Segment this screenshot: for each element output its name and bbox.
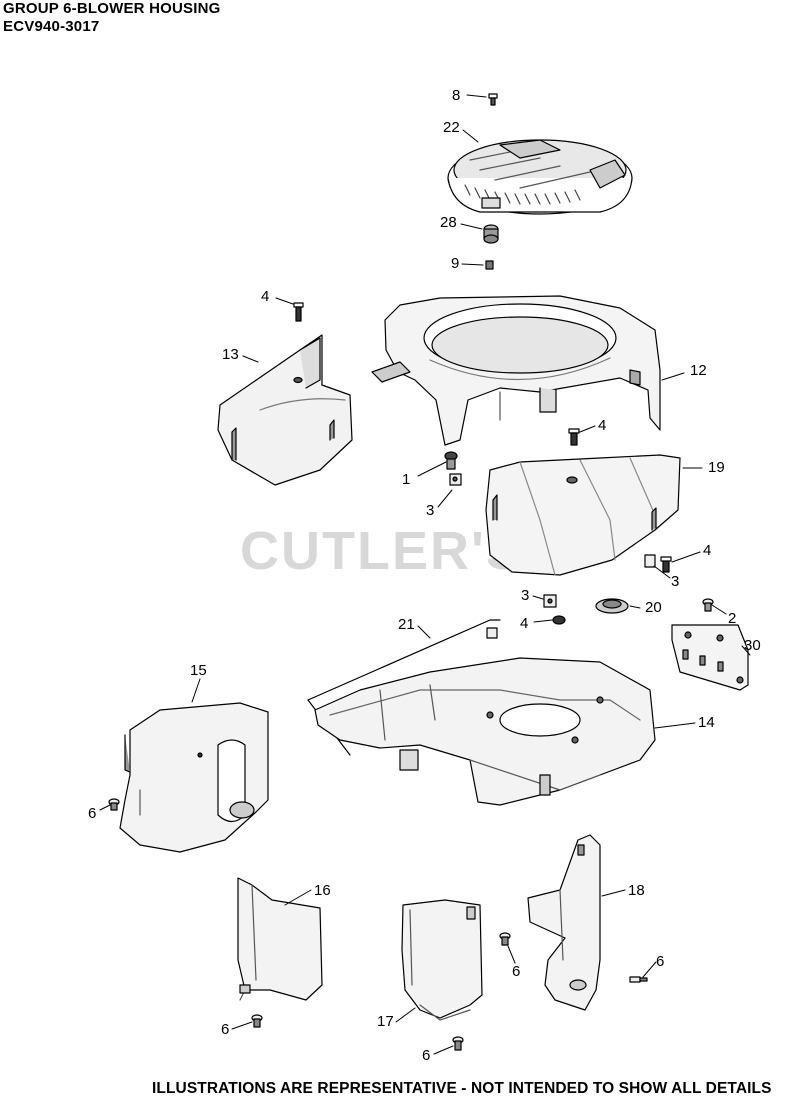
callout-labels: 8 22 28 9 4 13 12 4 1 19 3 4 3 3 20 2 4 …: [88, 87, 761, 1064]
part-12-blower-housing: [372, 296, 660, 445]
part-22-grill-cover: [448, 140, 632, 214]
part-4-screw: [661, 557, 671, 572]
part-6-screw: [500, 933, 510, 945]
model-number: ECV940-3017: [3, 18, 100, 35]
callout-6: 6: [656, 953, 664, 970]
part-3-clip: [450, 474, 461, 485]
part-30-bracket: [672, 625, 748, 690]
callout-12: 12: [690, 362, 707, 379]
callout-4: 4: [520, 615, 528, 632]
callout-28: 28: [440, 214, 457, 231]
callout-3: 3: [521, 587, 529, 604]
callout-6: 6: [221, 1021, 229, 1038]
watermark: CUTLER'S: [240, 521, 524, 581]
part-2-screw: [703, 599, 713, 611]
callout-30: 30: [744, 637, 761, 654]
part-28-bushing: [484, 225, 498, 243]
part-6-screw: [109, 799, 119, 810]
part-9-nut: [486, 261, 493, 269]
callout-4: 4: [261, 288, 269, 305]
callout-9: 9: [451, 255, 459, 272]
part-4-screw: [553, 616, 565, 624]
leader-lines: [99, 94, 751, 1055]
callout-8: 8: [452, 87, 460, 104]
part-17-baffle: [402, 900, 482, 1020]
callout-14: 14: [698, 714, 715, 731]
callout-4: 4: [598, 417, 606, 434]
part-4-screw: [294, 303, 303, 321]
part-6-screw: [252, 1015, 262, 1027]
part-6-screw: [630, 977, 647, 982]
part-6-screw: [453, 1037, 463, 1050]
callout-18: 18: [628, 882, 645, 899]
part-16-baffle: [238, 878, 322, 1000]
callout-13: 13: [222, 346, 239, 363]
part-19-front-shroud: [486, 455, 680, 575]
callout-3: 3: [426, 502, 434, 519]
disclaimer-footer: ILLUSTRATIONS ARE REPRESENTATIVE - NOT I…: [152, 1080, 772, 1097]
callout-4: 4: [703, 542, 711, 559]
callout-6: 6: [88, 805, 96, 822]
callout-21: 21: [398, 616, 415, 633]
part-20-grommet: [596, 599, 628, 613]
callout-15: 15: [190, 662, 207, 679]
part-3-clip: [544, 595, 556, 607]
part-8-screw: [489, 94, 497, 105]
callout-6: 6: [422, 1047, 430, 1064]
callout-6: 6: [512, 963, 520, 980]
callout-1: 1: [402, 471, 410, 488]
callout-19: 19: [708, 459, 725, 476]
part-3-clip: [645, 555, 655, 567]
callout-17: 17: [377, 1013, 394, 1030]
part-13-side-shroud: [218, 335, 352, 485]
part-14-base-housing: [315, 658, 655, 805]
diagram-title: GROUP 6-BLOWER HOUSING: [3, 0, 221, 17]
callout-20: 20: [645, 599, 662, 616]
part-18-baffle: [528, 835, 600, 1010]
callout-16: 16: [314, 882, 331, 899]
callout-2: 2: [728, 610, 736, 627]
callout-22: 22: [443, 119, 460, 136]
part-1-stud: [445, 452, 457, 469]
part-4-screw: [569, 429, 579, 445]
callout-3: 3: [671, 573, 679, 590]
part-15-cylinder-shroud: [120, 703, 268, 852]
